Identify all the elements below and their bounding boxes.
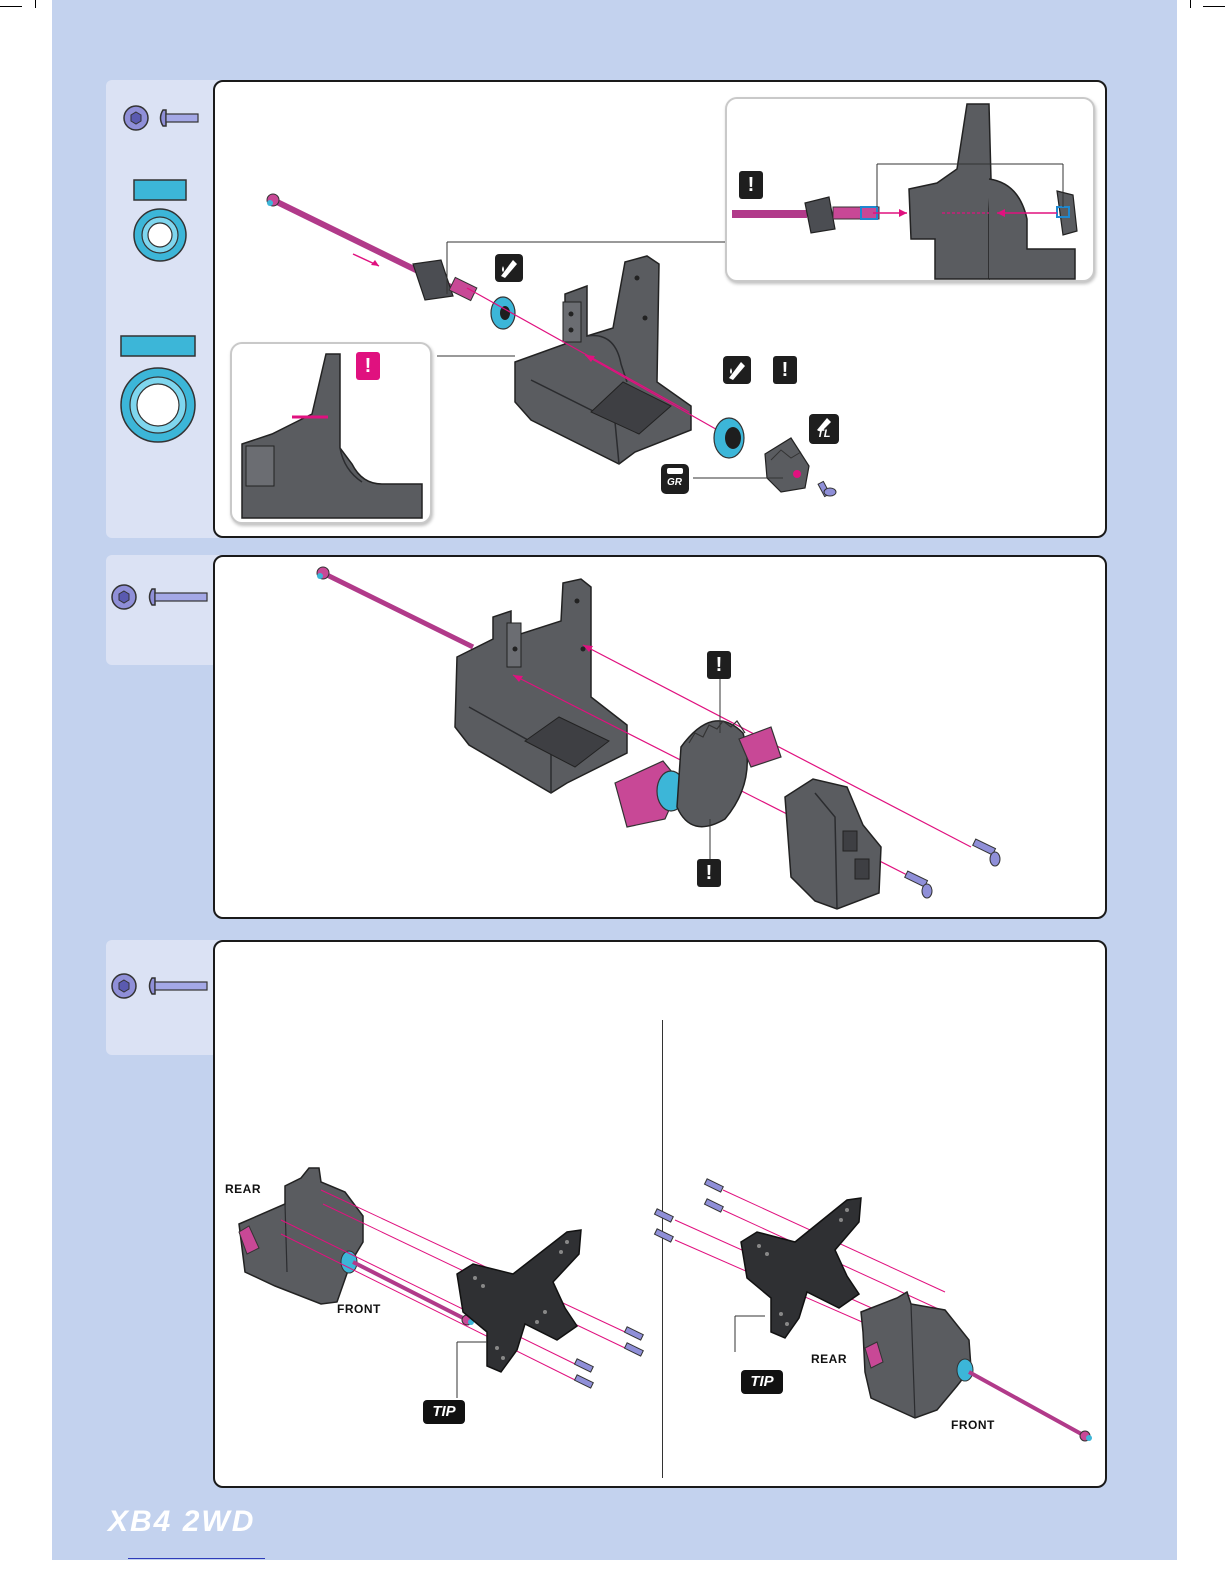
front-label: FRONT [337, 1302, 381, 1316]
shaft-detail-illustration [727, 99, 1097, 284]
large-bearing-face [106, 360, 216, 480]
gearbox-housing [515, 256, 691, 464]
bottom-rule [128, 1558, 265, 1559]
pinion-screw [818, 481, 836, 496]
page-margin-bottom [0, 1560, 1225, 1585]
drive-shaft [317, 567, 473, 647]
crop-mark [35, 0, 36, 8]
cover-screw [973, 839, 1000, 866]
oil-drop-icon [495, 254, 525, 284]
step1-parts [106, 80, 216, 380]
model-logo: XB4 2WD [108, 1505, 255, 1539]
rear-label: REAR [225, 1182, 261, 1196]
step1-detail-inset-shaft: ! [725, 97, 1095, 282]
shock-tower [741, 1198, 861, 1338]
step2-parts-sidebar [106, 555, 226, 665]
gearbox-housing [455, 579, 627, 793]
grease-label: GR [667, 477, 682, 488]
large-bearing-icon [121, 336, 195, 356]
cover-screw [905, 871, 932, 898]
step2-illustration [215, 557, 1109, 921]
rear-label: REAR [811, 1352, 847, 1366]
crop-mark [1203, 6, 1225, 7]
hex-screw-long-icon [106, 575, 216, 635]
step1-panel: ! ! [213, 80, 1107, 538]
small-bearing-icon [134, 180, 186, 261]
hex-screw-long-icon [106, 964, 216, 1024]
hex-screw-short-icon [124, 106, 198, 130]
warning-icon: ! [707, 651, 731, 679]
step1-parts-sidebar [106, 80, 226, 538]
warning-icon: ! [773, 356, 797, 384]
gearbox-assembly [861, 1292, 973, 1418]
housing-detail-illustration [232, 344, 434, 526]
crop-mark [1190, 0, 1191, 8]
threadlock-label: TL [817, 428, 830, 440]
threadlock-icon: TL [809, 414, 839, 444]
front-label: FRONT [951, 1418, 995, 1432]
tip-badge: TIP [423, 1400, 465, 1424]
warning-icon: ! [697, 859, 721, 887]
large-bearing [714, 418, 744, 458]
step3-panel: REAR FRONT TIP REAR FRO [213, 940, 1107, 1488]
tip-badge: TIP [741, 1370, 783, 1394]
pinion-gear [765, 438, 809, 492]
oil-drop-icon [723, 356, 753, 386]
step1-detail-inset-housing: ! [230, 342, 432, 524]
step3-parts-sidebar [106, 940, 226, 1055]
drive-shaft [267, 194, 477, 301]
grease-icon: GR [661, 464, 689, 494]
shock-tower [457, 1230, 581, 1372]
differential [615, 721, 781, 827]
mount-screws [574, 1327, 643, 1388]
diff-cover [785, 779, 881, 909]
crop-mark [0, 6, 22, 7]
step3-right-view [675, 1172, 1115, 1472]
step2-panel: ! ! [213, 555, 1107, 919]
